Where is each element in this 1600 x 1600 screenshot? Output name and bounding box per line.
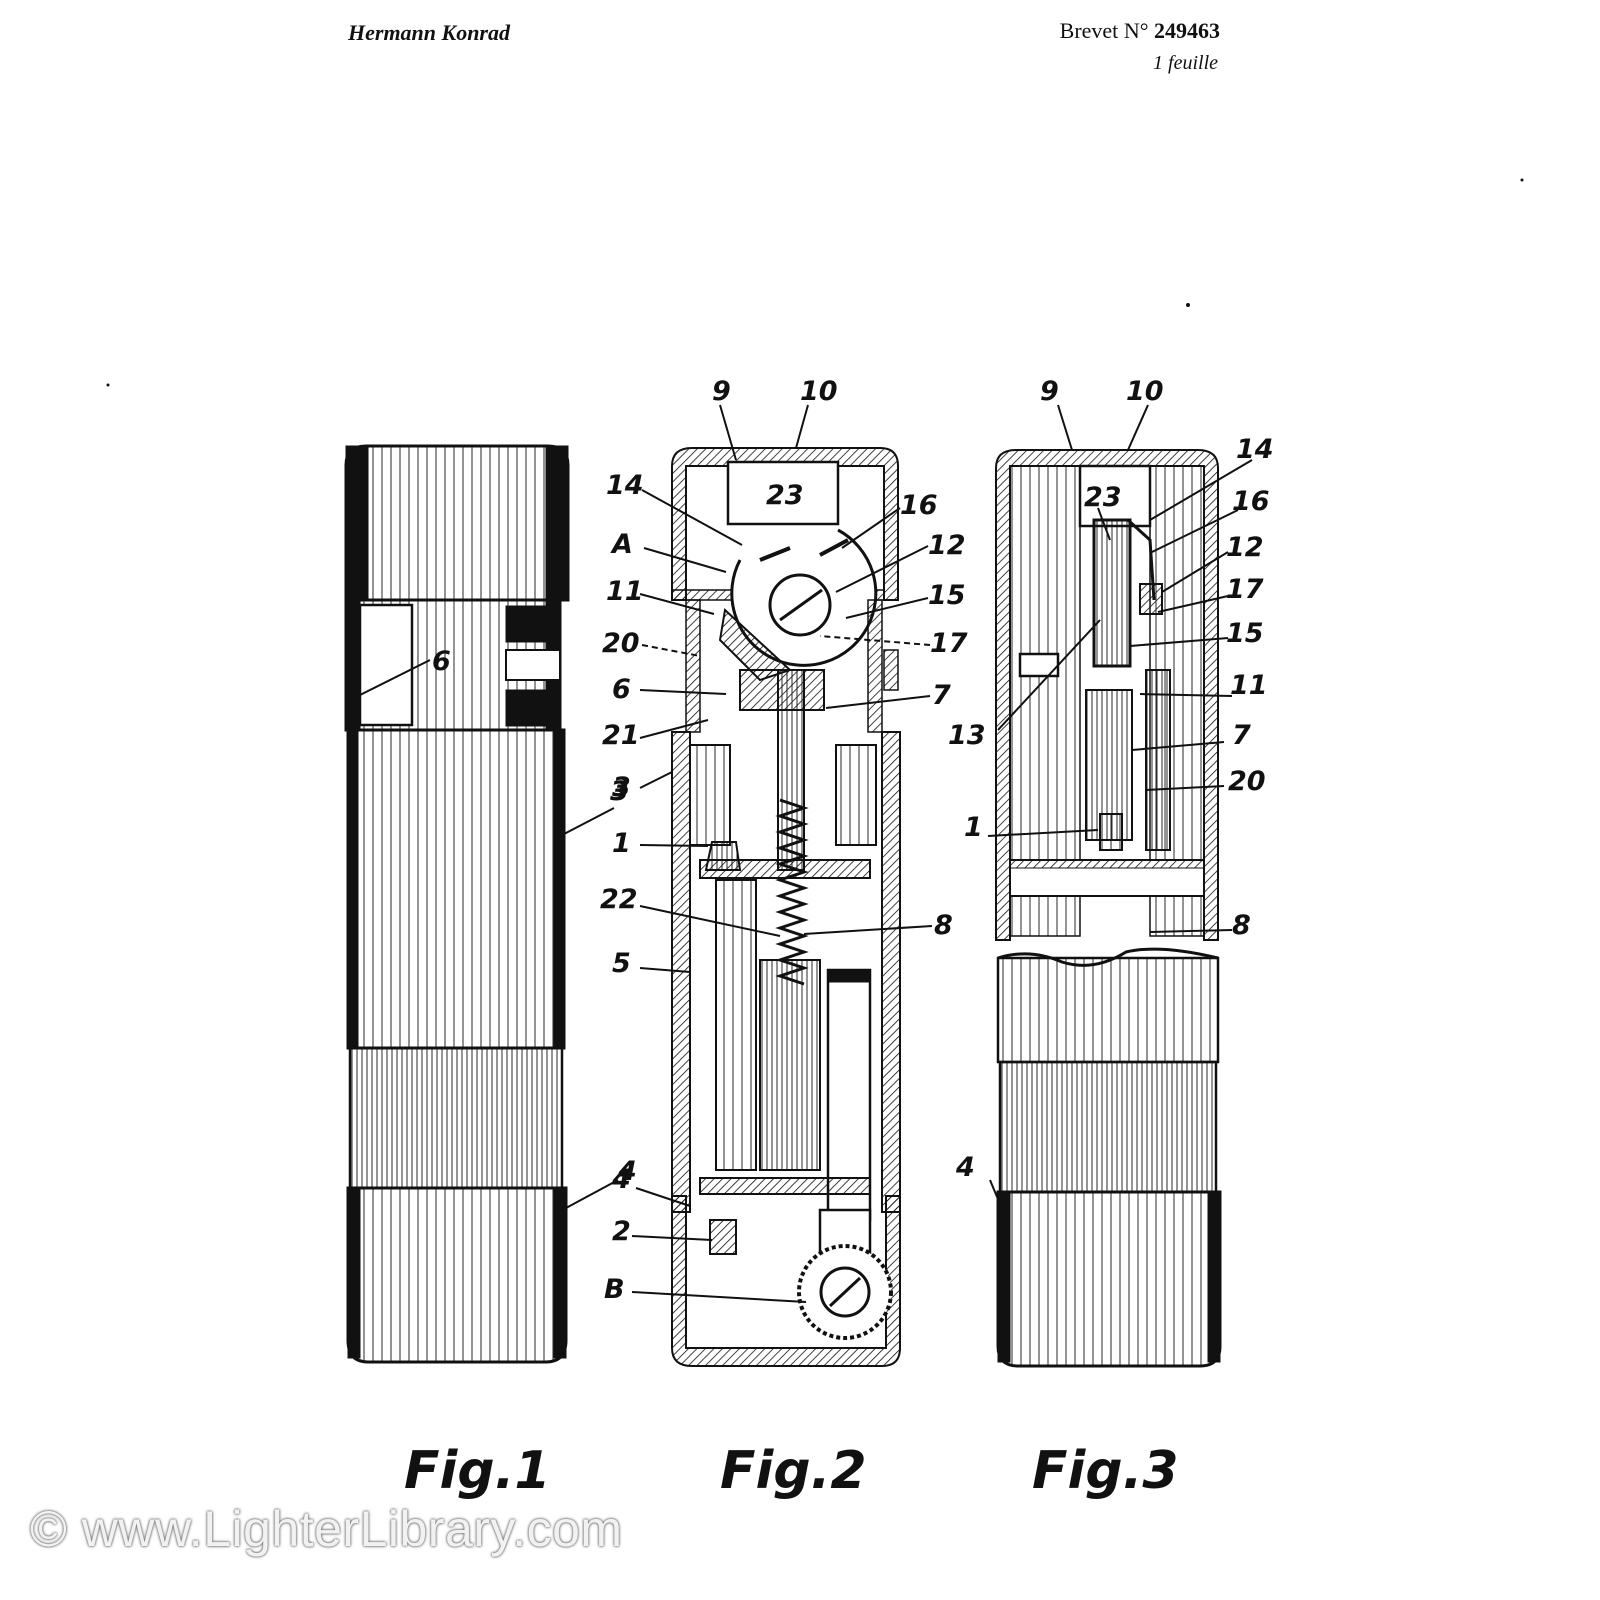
label-7: 7 — [1232, 720, 1251, 751]
label-1: 1 — [612, 828, 631, 859]
patent-number-value: 249463 — [1154, 18, 1220, 43]
label-9: 9 — [712, 376, 731, 407]
label-17: 17 — [1226, 574, 1264, 605]
label-3b: 3 — [612, 772, 631, 803]
fig1-labels: 6 3 4 — [432, 646, 637, 1187]
label-12: 12 — [928, 530, 966, 561]
label-15: 15 — [1226, 618, 1264, 649]
sheet-count: 1 feuille — [1153, 52, 1218, 74]
label-4: 4 — [955, 1152, 975, 1183]
label-20: 20 — [1228, 766, 1266, 797]
label-5: 5 — [612, 948, 631, 979]
scan-speck — [1520, 178, 1524, 182]
label-14: 14 — [1236, 434, 1274, 465]
label-10: 10 — [1126, 376, 1164, 407]
label-22: 22 — [600, 884, 638, 915]
fig1-drawing — [344, 444, 619, 1364]
label-B: B — [604, 1274, 625, 1305]
label-4: 4 — [617, 1156, 637, 1187]
label-17: 17 — [930, 628, 968, 659]
inventor-name: Hermann Konrad — [348, 20, 510, 45]
label-23: 23 — [1084, 482, 1122, 513]
label-9: 9 — [1040, 376, 1059, 407]
scan-speck — [106, 383, 110, 387]
watermark: © www.LighterLibrary.com — [30, 1501, 623, 1557]
label-21: 21 — [602, 720, 640, 751]
label-2: 2 — [612, 1216, 631, 1247]
label-16: 16 — [1232, 486, 1270, 517]
fig3-caption: Fig.3 — [1032, 1441, 1179, 1501]
patent-number: Brevet N° 249463 — [1060, 18, 1220, 44]
label-15: 15 — [928, 580, 966, 611]
label-1: 1 — [964, 812, 983, 843]
label-8: 8 — [934, 910, 953, 941]
label-8: 8 — [1232, 910, 1251, 941]
fig1-caption: Fig.1 — [404, 1441, 551, 1501]
label-20: 20 — [602, 628, 640, 659]
label-13: 13 — [948, 720, 986, 751]
fig3-drawing — [987, 404, 1253, 1368]
label-14: 14 — [606, 470, 644, 501]
label-7: 7 — [932, 680, 951, 711]
label-12: 12 — [1226, 532, 1264, 563]
fig2-labels: 9 10 23 14 16 A 12 11 15 20 17 6 7 21 3 … — [600, 376, 968, 1305]
patent-no-sign: N° — [1123, 18, 1149, 43]
scan-speck — [1186, 303, 1190, 307]
label-23: 23 — [766, 480, 804, 511]
label-6b: 6 — [612, 674, 631, 705]
label-10: 10 — [800, 376, 838, 407]
label-6: 6 — [432, 646, 451, 677]
patent-prefix: Brevet — [1059, 18, 1119, 43]
label-11: 11 — [606, 576, 644, 607]
fig2-drawing — [631, 404, 933, 1367]
label-11: 11 — [1230, 670, 1268, 701]
label-3: 3 — [610, 776, 629, 807]
fig2-caption: Fig.2 — [720, 1441, 867, 1501]
label-4b: 4 — [611, 1164, 631, 1195]
label-A: A — [610, 529, 633, 560]
label-16: 16 — [900, 490, 938, 521]
fig3-labels: 9 10 14 23 16 12 17 15 11 13 7 20 1 8 4 — [948, 376, 1274, 1183]
